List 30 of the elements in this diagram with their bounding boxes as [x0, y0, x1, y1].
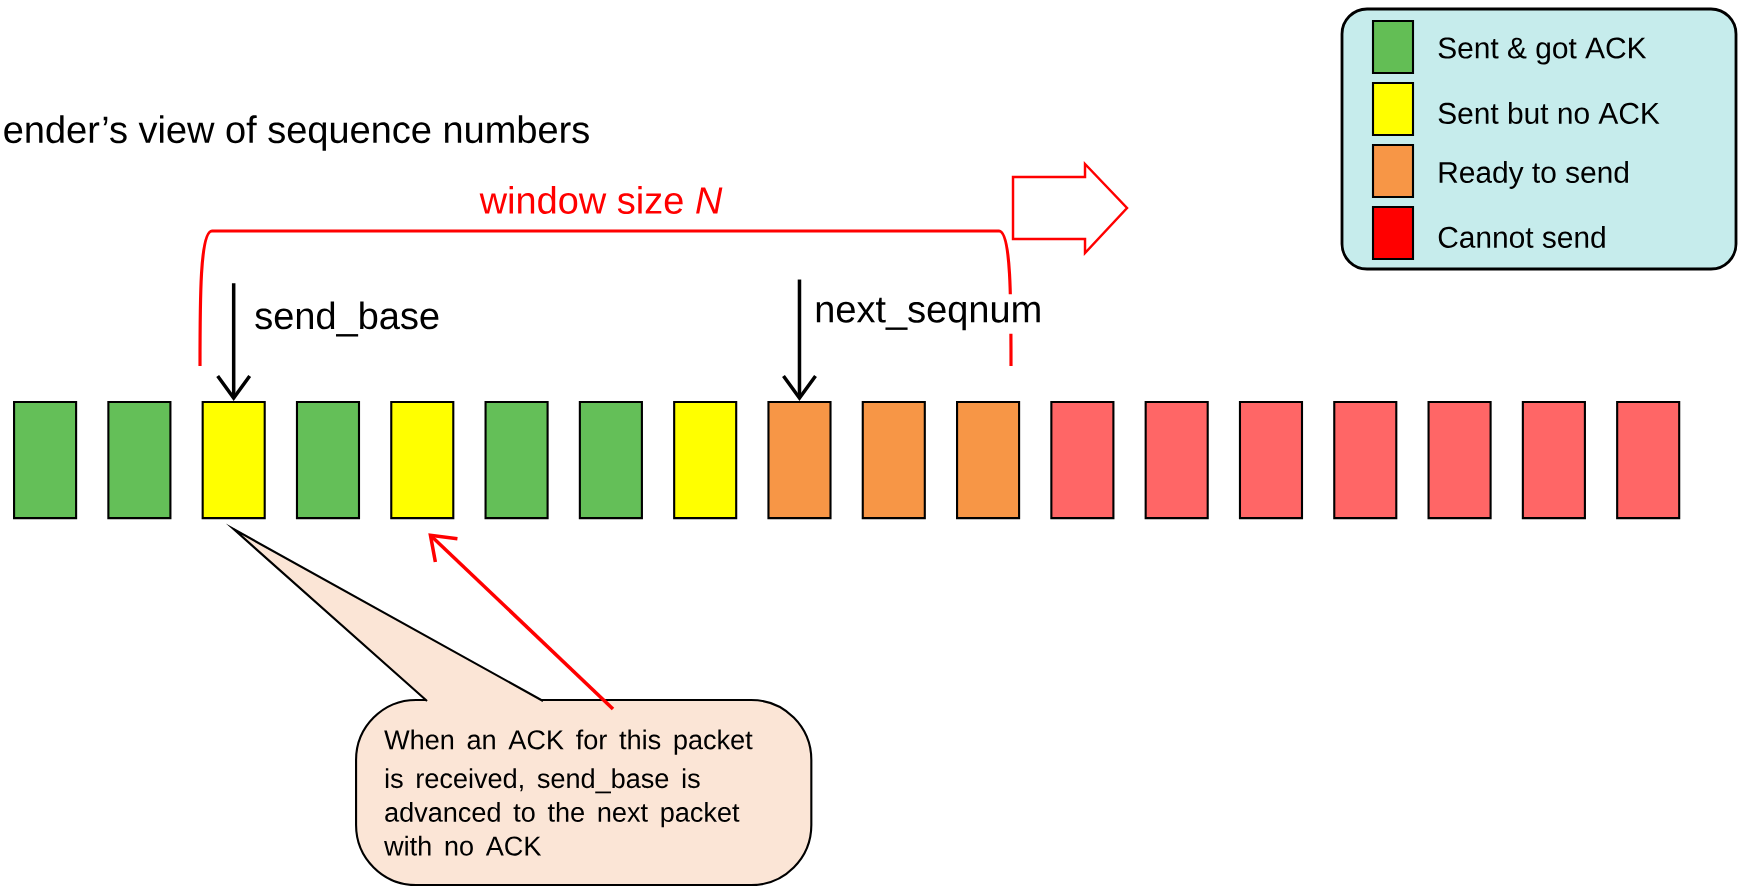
packet-box [484, 401, 549, 520]
packet-box [1333, 401, 1398, 520]
packet-box [956, 401, 1021, 520]
pointer-label: send_base [250, 297, 444, 341]
packet-box [1144, 401, 1209, 520]
legend-label: Cannot send [1438, 226, 1605, 248]
packet-box [767, 401, 832, 520]
packet-box [578, 401, 643, 520]
legend-label: Sent but no ACK [1438, 102, 1660, 124]
packet-box [1521, 401, 1586, 520]
packet-box [201, 401, 266, 520]
arrow [428, 533, 615, 711]
pointer-label: next_seqnum [810, 294, 1046, 334]
window-label: window size N [479, 186, 723, 214]
packet-box [1238, 401, 1304, 520]
packet-box [861, 401, 926, 520]
packet-box [390, 401, 455, 520]
packet-box [1427, 401, 1492, 520]
legend-label: Sent & got ACK [1438, 37, 1647, 65]
legend-label: Ready to send [1439, 161, 1629, 189]
packet-box [13, 401, 78, 520]
callout-box: When an ACK for this packet is received, send_base is advanced to the next packet with no ACK [225, 523, 813, 886]
packet-box [1616, 401, 1681, 520]
packet-box [295, 401, 361, 520]
packet-box [107, 401, 172, 520]
arrow [216, 283, 252, 401]
arrow [782, 279, 817, 401]
heading: ender’s view of sequence numbers [4, 115, 589, 151]
packet-box [673, 401, 738, 520]
packet-box [1050, 401, 1115, 520]
